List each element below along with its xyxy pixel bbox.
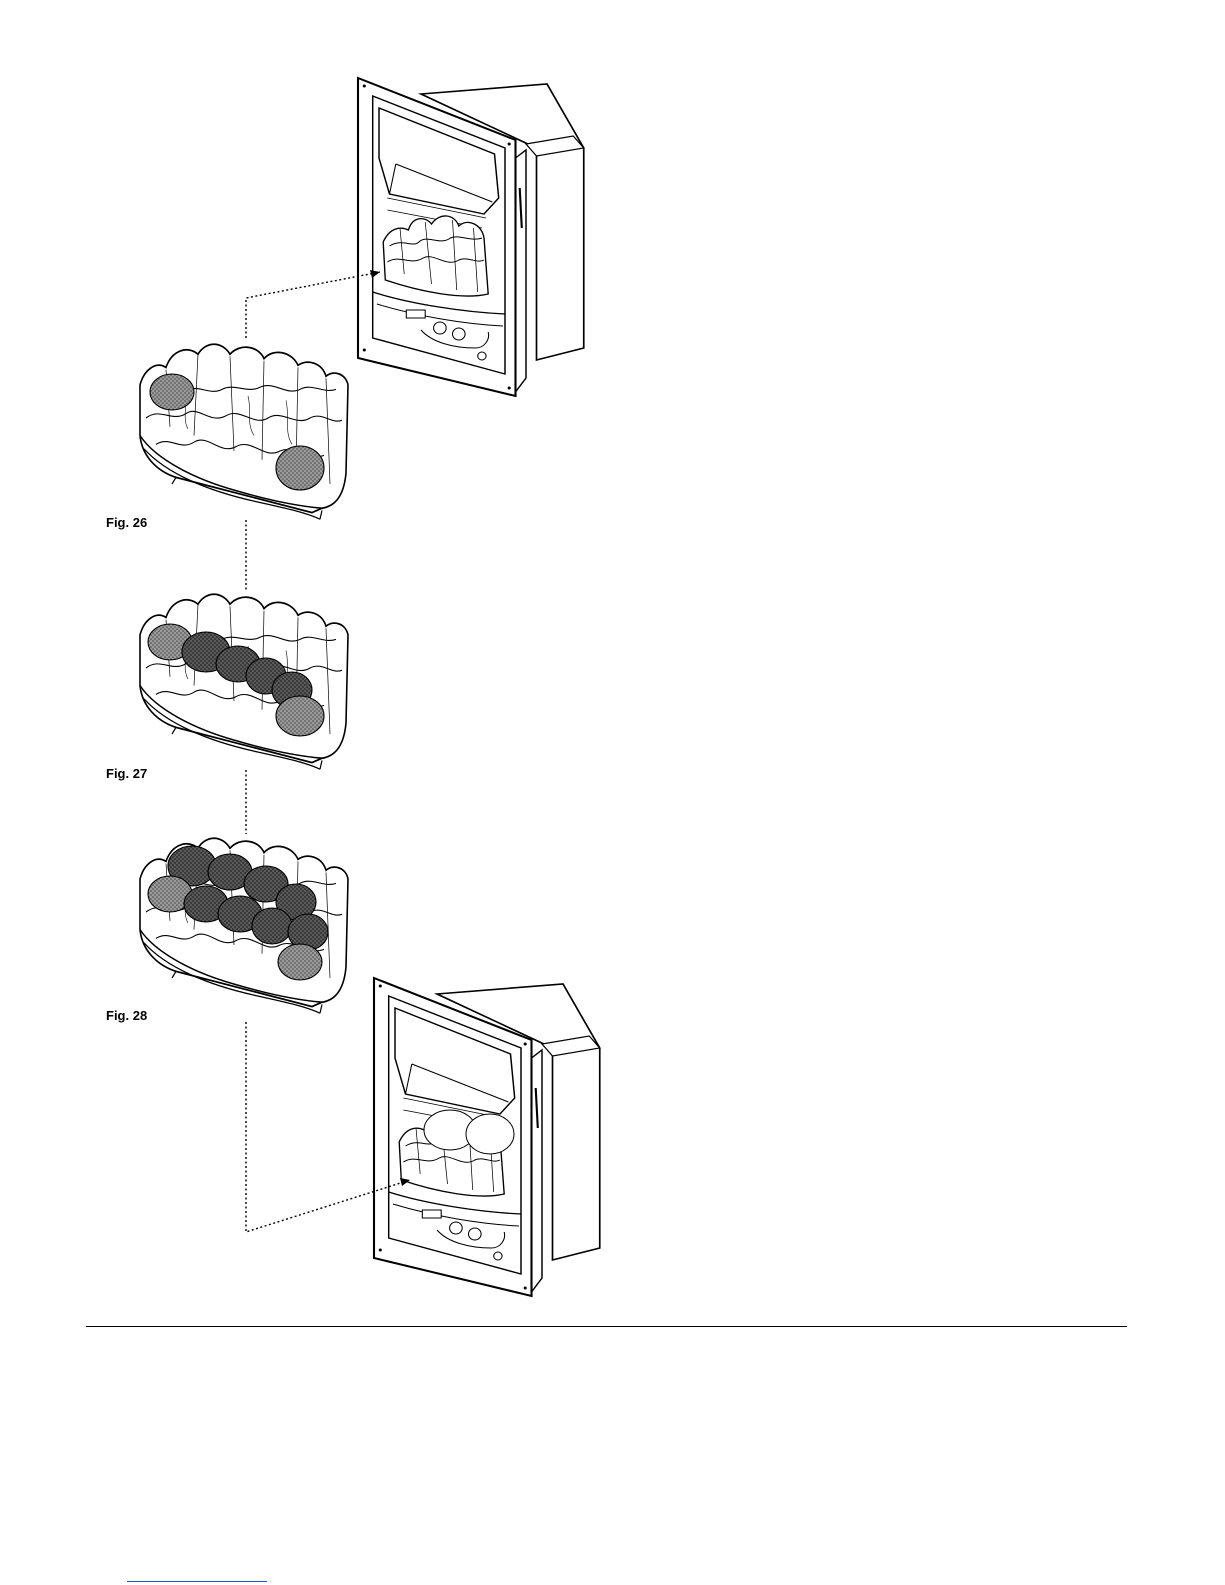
fuel-bed-fig-28 bbox=[140, 838, 348, 1013]
figure-label-28: Fig. 28 bbox=[106, 1008, 147, 1023]
page-divider bbox=[86, 1326, 1127, 1327]
figure-label-27: Fig. 27 bbox=[106, 766, 147, 781]
fire-insert-illustration-bottom bbox=[374, 978, 600, 1296]
fire-insert-illustration-top bbox=[358, 78, 584, 396]
fuel-bed-fig-26 bbox=[140, 344, 348, 519]
footer-link-underline bbox=[127, 1581, 267, 1582]
figure-label-26: Fig. 26 bbox=[106, 515, 147, 530]
fuel-bed-fig-27 bbox=[140, 594, 348, 769]
